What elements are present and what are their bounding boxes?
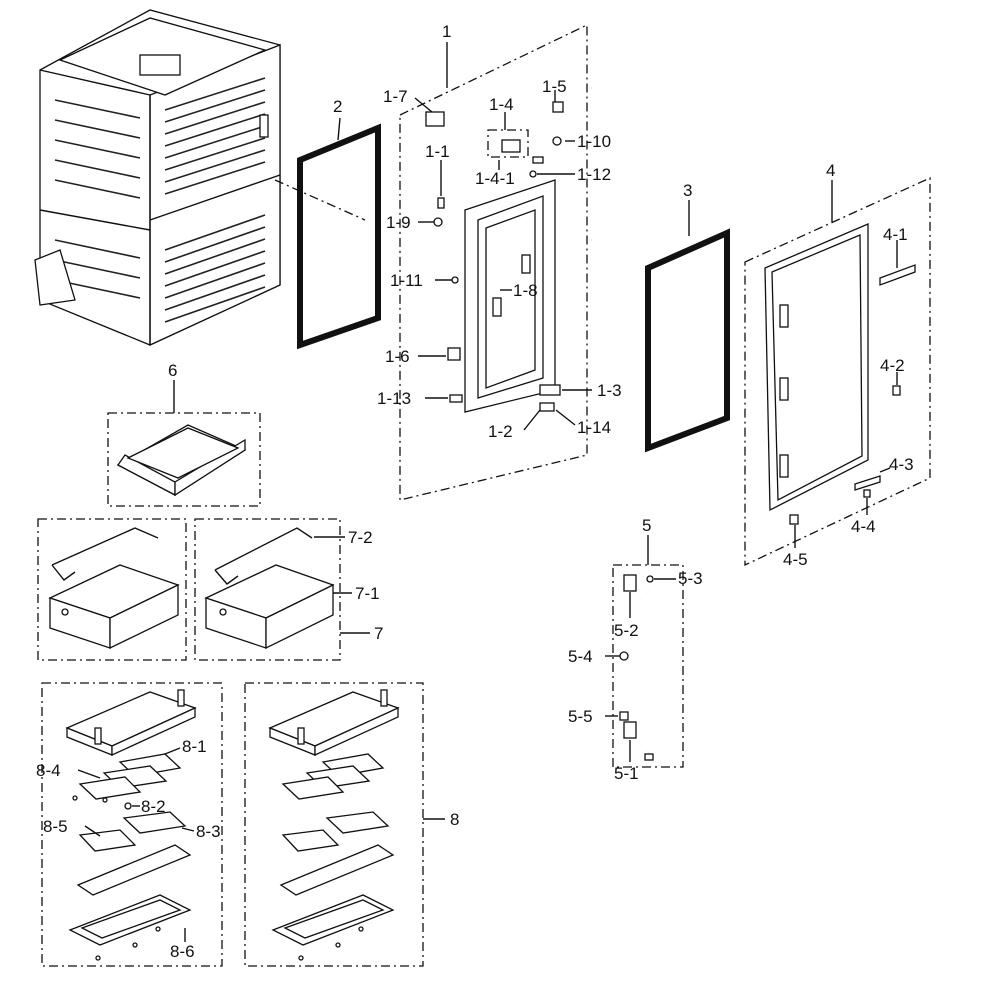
slide-tray-8-right [268,689,400,961]
callout-8-5: 8-5 [43,817,68,836]
callout-5-2: 5-2 [614,621,639,640]
callout-8-2: 8-2 [141,797,166,816]
door-panel-4-box [744,176,931,567]
callout-8-3: 8-3 [196,822,221,841]
door-bin-6 [116,424,247,497]
callout-1-6: 1-6 [385,347,410,366]
callout-1-3: 1-3 [597,381,622,400]
callout-5-1: 5-1 [614,764,639,783]
callout-4: 4 [826,161,835,180]
callout-1-13: 1-13 [377,389,411,408]
callout-4-3: 4-3 [889,455,914,474]
leaders-1 [414,90,592,431]
leaders-5 [605,578,676,762]
hardware-parts-1 [425,101,564,412]
callout-1-2: 1-2 [488,422,513,441]
callout-8: 8 [450,810,459,829]
bin-8-box-left [41,682,223,967]
callout-2: 2 [333,97,342,116]
door-panel-4 [764,223,916,525]
handle-5-box [612,564,684,768]
door-gasket-3 [645,228,730,453]
callout-1-1: 1-1 [425,142,450,161]
callout-1-14: 1-14 [577,418,611,437]
leaders-4 [794,240,898,548]
callout-4-2: 4-2 [880,356,905,375]
bin-7-box-left [37,518,187,661]
callout-1-12: 1-12 [577,165,611,184]
bin-7-box-right [194,518,341,661]
callout-7-2: 7-2 [348,528,373,547]
callout-8-4: 8-4 [36,761,61,780]
door-bin-7-right [204,527,335,650]
callout-1-5: 1-5 [542,77,567,96]
door-gasket-2 [297,123,381,350]
callout-8-6: 8-6 [170,942,195,961]
bin-8-box-right [244,682,424,967]
callout-5-4: 5-4 [568,647,593,666]
callout-7-1: 7-1 [355,584,380,603]
leaders-8 [77,747,195,942]
callout-5-3: 5-3 [678,569,703,588]
callout-1: 1 [442,22,451,41]
bin-6-box [107,412,261,507]
callout-1-10: 1-10 [577,132,611,151]
callout-4-4: 4-4 [851,517,876,536]
callout-1-11: 1-11 [390,271,423,290]
door-assembly-1-box [399,23,588,501]
callout-3: 3 [683,181,692,200]
callout-7: 7 [374,624,383,643]
callout-4-5: 4-5 [783,550,808,569]
refrigerator-cabinet [34,9,281,347]
callout-5-5: 5-5 [568,707,593,726]
callout-1-4: 1-4 [489,95,514,114]
slide-tray-8-left [65,689,197,961]
callout-4-1: 4-1 [883,225,908,244]
door-frame-1 [464,179,556,413]
callout-1-8: 1-8 [513,281,538,300]
door-bin-7-left [48,527,180,650]
cabinet-leader-line [274,179,366,221]
callout-6: 6 [168,361,177,380]
callout-1-7: 1-7 [383,87,408,106]
leaders-7 [314,536,370,634]
door-handle-5 [619,574,666,761]
callout-1-9: 1-9 [386,213,411,232]
callout-1-4-1: 1-4-1 [475,169,515,188]
callout-5: 5 [642,516,651,535]
callout-8-1: 8-1 [182,737,207,756]
